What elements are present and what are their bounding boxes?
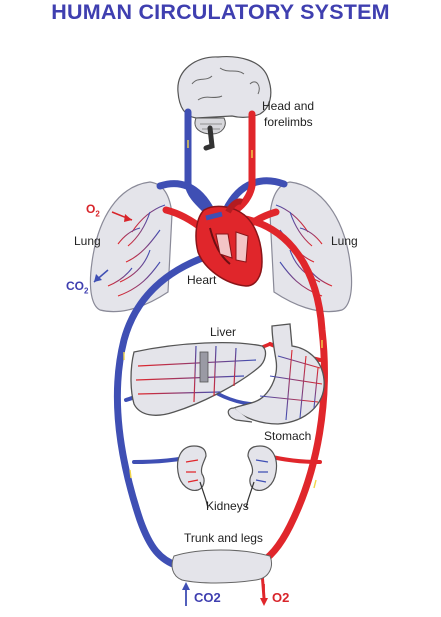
liver [130,342,267,416]
co2-label-left-main: CO [66,279,84,293]
right-kidney [245,445,278,509]
liver-label: Liver [210,325,237,339]
heart [195,198,263,287]
co2-label-bottom: CO2 [194,590,221,605]
trunk-capillary-bed [171,549,272,584]
trunk-legs-label: Trunk and legs [184,531,263,545]
co2-arrow-bottom [182,582,190,606]
o2-arrow-bottom [260,584,268,606]
right-lung [269,181,353,313]
co2-label-left-sub: 2 [84,286,89,296]
left-lung-label: Lung [74,234,101,248]
brain [177,55,272,151]
venous-vessels [114,108,288,570]
head-label-line2: forelimbs [264,115,313,129]
left-lung [89,181,173,313]
o2-label-top-main: O [86,202,96,216]
stomach-label: Stomach [264,429,312,443]
kidneys-label: Kidneys [206,499,249,513]
page-title: HUMAN CIRCULATORY SYSTEM [51,0,390,24]
o2-arrow-lung [111,211,133,222]
left-kidney [176,445,209,509]
o2-label-bottom: O2 [272,590,290,605]
o2-label-top-sub: 2 [95,209,100,219]
co2-label-left: CO2 [66,279,88,295]
stomach [227,323,325,425]
co2-arrow-lung [93,269,109,283]
right-lung-label: Lung [331,234,358,248]
o2-label-top: O2 [86,202,100,218]
head-label-line1: Head and [262,99,315,113]
flow-indicators [123,140,323,489]
heart-label: Heart [187,273,217,287]
